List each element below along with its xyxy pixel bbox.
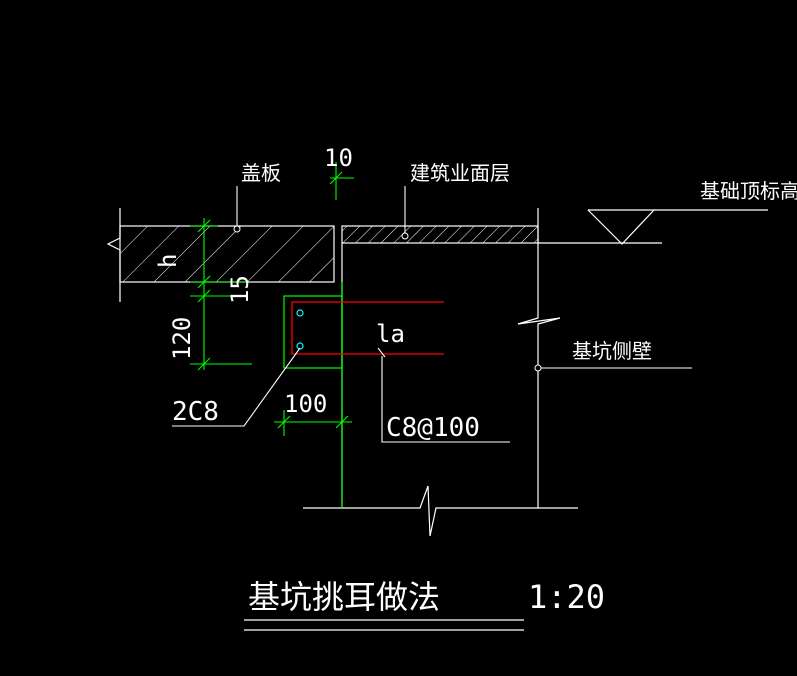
label-cover-plate: 盖板 bbox=[241, 161, 281, 185]
wall-break-line bbox=[517, 208, 561, 508]
pit-wall-outline bbox=[303, 208, 578, 537]
dim-la: la bbox=[376, 320, 405, 348]
bottom-break-line bbox=[303, 485, 578, 537]
rebar-label-main: 2C8 bbox=[172, 397, 219, 427]
elevation-symbol bbox=[587, 209, 768, 245]
dim-15: 15 bbox=[226, 275, 254, 304]
leader-dot-wall bbox=[534, 364, 542, 372]
drawing-title: 基坑挑耳做法 bbox=[248, 578, 440, 616]
label-finish-layer: 建筑业面层 bbox=[410, 161, 510, 185]
rebar-dot-top bbox=[296, 309, 304, 317]
rebar-dot-bottom bbox=[296, 342, 304, 350]
dim-100: 100 bbox=[284, 390, 327, 418]
leader-dot-cover bbox=[233, 225, 241, 233]
corbel-outline bbox=[283, 282, 343, 508]
finish-layer bbox=[341, 225, 662, 244]
label-pit-wall: 基坑侧壁 bbox=[572, 339, 652, 363]
drawing-scale: 1:20 bbox=[528, 578, 605, 616]
title-underline bbox=[244, 619, 524, 631]
rebar-label-stirrup: C8@100 bbox=[386, 413, 480, 443]
rebar-bar bbox=[291, 301, 444, 355]
left-break-line bbox=[106, 208, 121, 302]
leader-dot-finish bbox=[401, 232, 409, 240]
dim-h: h bbox=[154, 254, 182, 268]
leader-lines bbox=[172, 186, 692, 443]
dimension-lines bbox=[190, 162, 354, 436]
dim-120: 120 bbox=[168, 317, 196, 360]
dim-10: 10 bbox=[324, 144, 353, 172]
label-foundation-top: 基础顶标高 bbox=[700, 179, 797, 203]
cover-plate bbox=[106, 208, 335, 302]
rebar-group bbox=[291, 301, 444, 355]
